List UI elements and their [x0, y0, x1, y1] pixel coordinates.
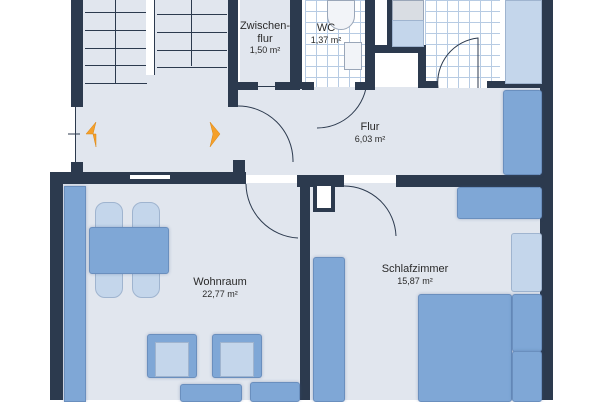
room-area: 1,37 m²: [310, 34, 342, 45]
armchair-2-seat: [220, 342, 254, 377]
kitchen-cabinet-right: [505, 0, 542, 84]
bedside-2: [512, 351, 542, 402]
entrance-arrow-left-icon: [85, 121, 97, 148]
wall-wc-bottom: [302, 82, 314, 90]
schlafzimmer-wardrobe: [457, 187, 542, 219]
kitchen-floor: [425, 0, 500, 88]
wall-kitchen-notch: [370, 45, 420, 53]
room-area: 22,77 m²: [202, 288, 238, 299]
room-area: 15,87 m²: [397, 275, 433, 286]
room-area: 1,50 m²: [249, 45, 281, 56]
wall-flur-bottom-right: [396, 175, 542, 187]
toilet: [327, 0, 355, 30]
room-label-zwischenflur: Zwischen- flur 1,50 m²: [238, 20, 292, 56]
zwischenflur-opening: [258, 86, 290, 87]
room-name: flur: [257, 32, 273, 45]
wall-kitchen-bottom-left: [418, 81, 438, 88]
white-gap: [375, 0, 387, 45]
nightstand: [511, 233, 542, 292]
wall-kitchen-notch-v: [418, 45, 426, 88]
wc-sink: [344, 42, 362, 70]
wall-zwischen-wc: [290, 0, 302, 89]
wall-stair-right: [228, 0, 238, 107]
room-name: Wohnraum: [193, 276, 247, 288]
wall-kitchen-left: [387, 0, 392, 52]
room-name: WC: [316, 22, 336, 34]
zwischenflur-floor: [240, 0, 290, 87]
room-name: Schlafzimmer: [381, 263, 449, 275]
wall-wohn-schlaf: [300, 183, 310, 400]
bedside-1: [512, 294, 542, 352]
room-label-flur: Flur 6,03 m²: [345, 121, 395, 144]
kitchen-counter: [392, 20, 424, 47]
wall-stub-mid: [233, 160, 245, 184]
shaft: [313, 186, 335, 212]
wall-zwischen-bottom-left: [238, 82, 258, 90]
wall-zwischen-bottom-right: [275, 82, 300, 90]
room-label-wc: WC 1,37 m²: [306, 22, 346, 45]
bed: [418, 294, 512, 402]
window-wohnraum: [130, 175, 170, 179]
room-name: Flur: [360, 121, 380, 133]
wall-outer-left: [50, 172, 63, 400]
entrance-arrow-right-icon: [209, 121, 221, 148]
room-label-schlafzimmer: Schlafzimmer 15,87 m²: [370, 263, 460, 286]
room-name: Zwischen-: [239, 20, 291, 32]
wall-wc-bottom-right: [355, 82, 375, 90]
flur-floor: [235, 87, 500, 175]
stairwell-floor: [75, 0, 235, 175]
room-area: 6,03 m²: [354, 133, 386, 144]
wall-stair-left: [71, 0, 83, 107]
armchair-1-seat: [155, 342, 189, 377]
flur-wardrobe: [503, 90, 542, 175]
room-label-wohnraum: Wohnraum 22,77 m²: [180, 276, 260, 299]
wall-outer-right: [540, 0, 553, 400]
wall-kitchen-bottom-right: [487, 81, 542, 88]
dining-table: [89, 227, 169, 274]
